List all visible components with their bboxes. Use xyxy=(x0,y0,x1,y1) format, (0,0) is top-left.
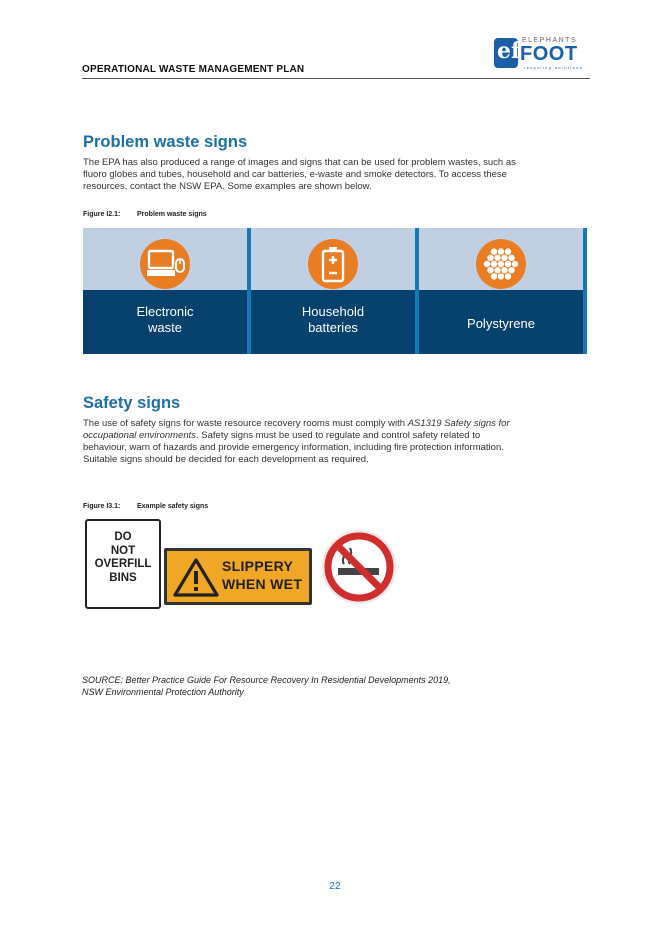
paragraph-line: The use of safety signs for waste resour… xyxy=(83,418,510,430)
paragraph-text: . Safety signs must be used to regulate … xyxy=(196,430,481,441)
source-line: NSW Environmental Protection Authority xyxy=(82,686,244,697)
sign-text: DO xyxy=(114,531,132,543)
sign-text: NOT xyxy=(110,544,136,557)
standard-reference: AS1319 Safety signs for xyxy=(407,418,510,429)
paragraph-text: The use of safety signs for waste resour… xyxy=(83,418,408,429)
source-citation: SOURCE: Better Practice Guide For Resour… xyxy=(82,675,451,698)
paragraph-line: resources, contact the NSW EPA. Some exa… xyxy=(83,181,372,192)
battery-icon xyxy=(308,239,358,289)
sign-panel-polystyrene: Polystyrene xyxy=(419,228,583,354)
figure-caption-i3-1: Figure I3.1: Example safety signs xyxy=(83,503,208,510)
sign-label-line: waste xyxy=(148,320,182,335)
sign-text: WHEN WET xyxy=(222,576,303,592)
sign-label-line: Polystyrene xyxy=(467,316,535,331)
figure-label: Figure I3.1: xyxy=(83,503,121,510)
panel-divider xyxy=(247,228,251,354)
sign-panel-electronic-waste: Electronic waste xyxy=(83,228,247,354)
figure-title: Example safety signs xyxy=(137,503,209,510)
document-header-title: OPERATIONAL WASTE MANAGEMENT PLAN xyxy=(82,64,305,75)
section-heading-safety-signs: Safety signs xyxy=(83,394,181,412)
slippery-when-wet-sign: SLIPPERY WHEN WET xyxy=(164,548,312,605)
warning-triangle-icon xyxy=(173,558,219,597)
logo-top-text: ELEPHANTS xyxy=(522,37,578,44)
safety-signs-paragraph: The use of safety signs for waste resour… xyxy=(83,418,510,466)
paragraph-line: Suitable signs should be decided for eac… xyxy=(83,454,369,465)
logo-main-text: FOOT xyxy=(520,43,578,65)
polystyrene-icon xyxy=(476,239,526,289)
figure-label: Figure I2.1: xyxy=(83,211,121,218)
source-line: SOURCE: Better Practice Guide For Resour… xyxy=(82,675,451,685)
header-divider xyxy=(82,78,590,79)
logo-tagline: recycling solutions xyxy=(524,65,584,70)
sign-label-line: Household xyxy=(301,304,365,319)
sign-text: OVERFILL xyxy=(94,558,152,570)
standard-reference: occupational environments xyxy=(83,430,197,441)
logo-mark-icon: ef xyxy=(494,38,520,68)
sign-text: SLIPPERY xyxy=(222,558,294,574)
section-heading-problem-waste: Problem waste signs xyxy=(83,133,248,151)
figure-caption-i2-1: Figure I2.1: Problem waste signs xyxy=(83,211,207,218)
banner-edge xyxy=(583,228,587,354)
sign-text: BINS xyxy=(109,571,137,584)
sign-label: Household batteries xyxy=(251,304,415,336)
sign-label: Electronic waste xyxy=(83,304,247,336)
sign-label-line: Electronic xyxy=(136,304,194,319)
panel-divider xyxy=(415,228,419,354)
do-not-overfill-sign: DO NOT OVERFILL BINS xyxy=(85,519,161,609)
no-smoking-icon xyxy=(320,528,398,606)
problem-waste-signs-banner: Electronic waste Household batteries Pol xyxy=(83,228,587,354)
company-logo: ef ELEPHANTS FOOT recycling solutions xyxy=(494,36,590,72)
sign-label-line: batteries xyxy=(308,320,358,335)
paragraph-line: behaviour, warn of hazards and provide e… xyxy=(83,442,504,453)
paragraph-line: The EPA has also produced a range of ima… xyxy=(83,157,516,168)
computer-icon xyxy=(140,239,190,289)
paragraph-line: fluoro globes and tubes, household and c… xyxy=(83,169,507,180)
sign-panel-household-batteries: Household batteries xyxy=(251,228,415,354)
sign-label: Polystyrene xyxy=(419,316,583,332)
paragraph-line: occupational environments. Safety signs … xyxy=(83,430,510,442)
page-number: 22 xyxy=(329,880,341,892)
figure-title: Problem waste signs xyxy=(137,211,207,218)
problem-waste-paragraph: The EPA has also produced a range of ima… xyxy=(83,157,516,193)
